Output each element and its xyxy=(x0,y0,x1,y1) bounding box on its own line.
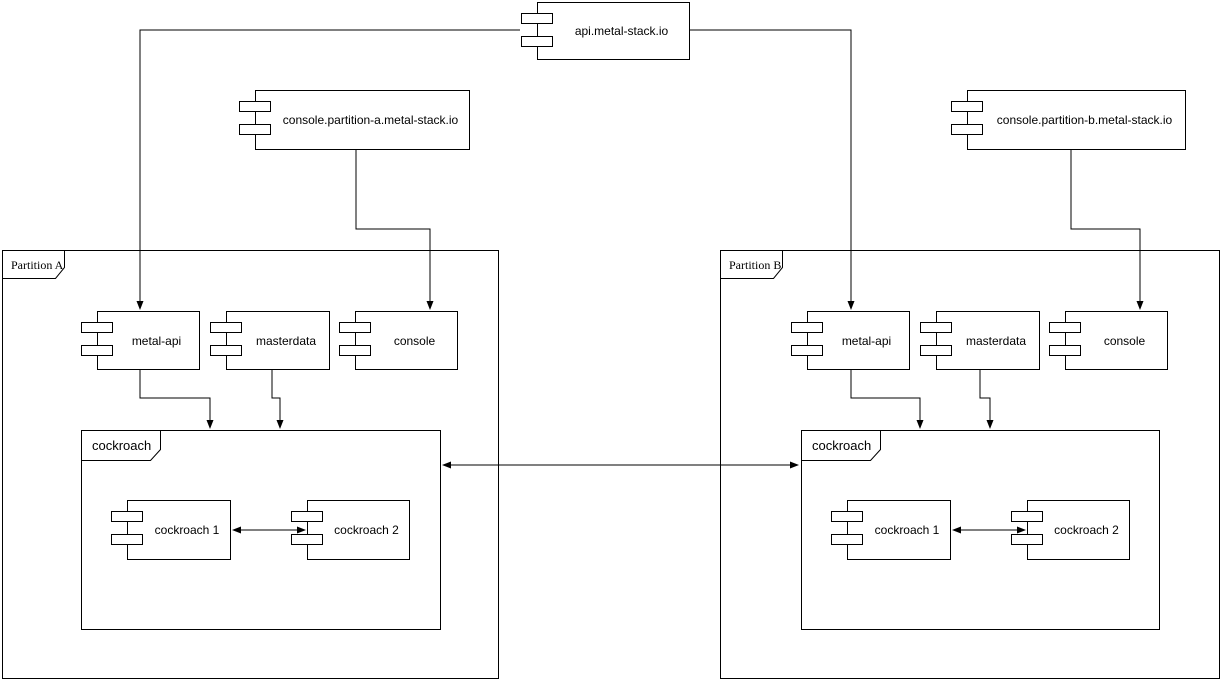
component-icon-tab xyxy=(210,345,242,356)
component-label: cockroach 2 xyxy=(1054,523,1119,537)
component-icon-tab xyxy=(951,124,983,135)
component-icon-tab xyxy=(111,511,143,522)
partition-b-label: Partition B xyxy=(729,258,782,272)
component-label: cockroach 1 xyxy=(874,523,940,537)
cockroach-b-tab xyxy=(801,430,881,461)
component-icon-tab xyxy=(239,124,271,135)
component-label: cockroach 2 xyxy=(334,523,399,537)
component-label: console.partition-a.metal-stack.io xyxy=(282,113,459,127)
cockroach-a-label: cockroach xyxy=(92,438,152,453)
component-icon-tab xyxy=(239,101,271,112)
component-label: console.partition-b.metal-stack.io xyxy=(996,113,1173,127)
component-icon-tab xyxy=(111,534,143,545)
component-label: masterdata xyxy=(255,333,317,348)
component-label: cockroach 1 xyxy=(154,523,220,537)
component-metal-api-b: metal-api xyxy=(791,311,910,370)
component-cockroach-2-b: cockroach 2 xyxy=(1011,500,1130,560)
component-icon-tab xyxy=(1011,534,1043,545)
component-icon-tab xyxy=(831,511,863,522)
component-metal-api-a: metal-api xyxy=(81,311,200,370)
component-cockroach-1-a: cockroach 1 xyxy=(111,500,231,560)
component-icon-tab xyxy=(81,322,113,333)
component-cockroach-1-b: cockroach 1 xyxy=(831,500,951,560)
component-icon-tab xyxy=(791,345,823,356)
cockroach-b-label: cockroach xyxy=(812,438,872,453)
component-icon-tab xyxy=(339,322,371,333)
component-icon-tab xyxy=(791,322,823,333)
cockroach-a-tab xyxy=(81,430,161,461)
component-icon-tab xyxy=(210,322,242,333)
component-icon-tab xyxy=(920,345,952,356)
component-icon-tab xyxy=(521,13,553,24)
component-console-partition-b: console.partition-b.metal-stack.io xyxy=(951,90,1186,150)
component-label: masterdata xyxy=(965,333,1027,348)
component-icon-tab xyxy=(81,345,113,356)
component-api-metal-stack-io: api.metal-stack.io xyxy=(521,2,690,60)
partition-a-tab xyxy=(2,250,65,279)
component-icon-tab xyxy=(291,534,323,545)
component-icon-tab xyxy=(831,534,863,545)
component-label: console xyxy=(393,333,436,348)
component-cockroach-2-a: cockroach 2 xyxy=(291,500,410,560)
component-console-partition-a: console.partition-a.metal-stack.io xyxy=(239,90,470,150)
component-masterdata-b: masterdata xyxy=(920,311,1040,370)
component-icon-tab xyxy=(339,345,371,356)
partition-a-label: Partition A xyxy=(11,258,64,272)
component-icon-tab xyxy=(951,101,983,112)
component-console-a: console xyxy=(339,311,458,370)
component-icon-tab xyxy=(1011,511,1043,522)
component-masterdata-a: masterdata xyxy=(210,311,330,370)
component-icon-tab xyxy=(1049,322,1081,333)
component-icon-tab xyxy=(291,511,323,522)
component-icon-tab xyxy=(920,322,952,333)
component-label: metal-api xyxy=(841,333,892,348)
component-label: metal-api xyxy=(131,333,182,348)
component-icon-tab xyxy=(521,36,553,47)
component-icon-tab xyxy=(1049,345,1081,356)
component-label: console xyxy=(1103,333,1146,348)
component-console-b: console xyxy=(1049,311,1168,370)
component-label: api.metal-stack.io xyxy=(574,24,669,38)
